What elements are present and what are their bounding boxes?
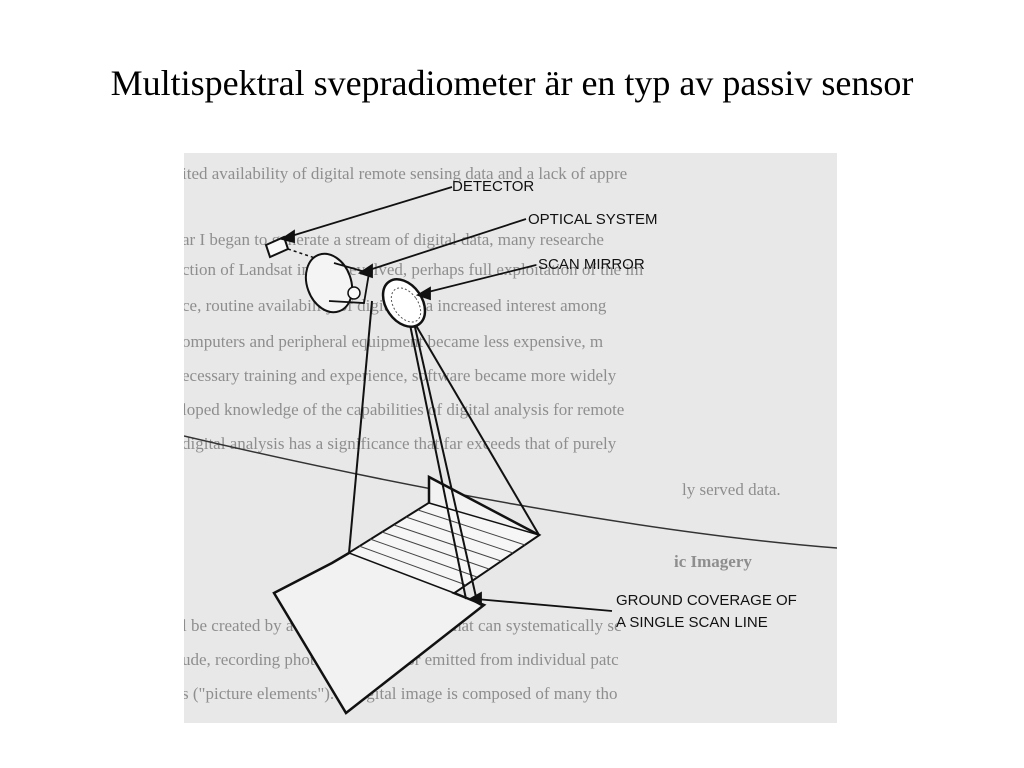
bg-text-line: digital analysis has a significance that… [184, 434, 617, 453]
arrowhead [357, 263, 373, 279]
arrowhead [415, 286, 431, 301]
scan-mirror [381, 278, 427, 328]
leader-lines [279, 186, 613, 612]
earth-curve [184, 435, 837, 549]
slide-title: Multispektral svepradiometer är en typ a… [110, 63, 914, 103]
view-line-left [348, 300, 373, 554]
bg-text-line: omputers and peripheral equipment became… [184, 332, 603, 351]
label-detector: DETECTOR [452, 178, 534, 195]
label-scan-mirror: SCAN MIRROR [538, 256, 645, 273]
label-ground-coverage-1: GROUND COVERAGE OF [616, 592, 797, 609]
bg-text-heading: ic Imagery [674, 552, 752, 571]
view-line-center-b [409, 304, 477, 598]
bg-text-line: ited availability of digital remote sens… [184, 164, 627, 183]
scanner-diagram-figure: ited availability of digital remote sens… [184, 153, 837, 723]
arrowhead [468, 591, 482, 607]
bg-text-line: ly served data. [682, 480, 781, 499]
view-line-right [403, 304, 540, 536]
scanner-diagram: ited availability of digital remote sens… [184, 164, 837, 715]
label-optical-system: OPTICAL SYSTEM [528, 211, 657, 228]
bg-text-line: ction of Landsat images evolved, perhaps… [184, 260, 643, 279]
view-line-center [405, 304, 467, 600]
arrowhead [279, 229, 295, 244]
bg-text-line: ar I began to generate a stream of digit… [184, 230, 604, 249]
scan-strip-hatching [358, 509, 526, 586]
ground-arrow [272, 474, 542, 715]
optical-system [304, 252, 371, 314]
bg-text-line: s ("picture elements"). A digital image … [184, 684, 617, 703]
bg-text-line: ecessary training and experience, softwa… [184, 366, 617, 385]
bg-text-line: loped knowledge of the capabilities of d… [184, 400, 624, 419]
label-ground-coverage-2: A SINGLE SCAN LINE [616, 614, 768, 631]
